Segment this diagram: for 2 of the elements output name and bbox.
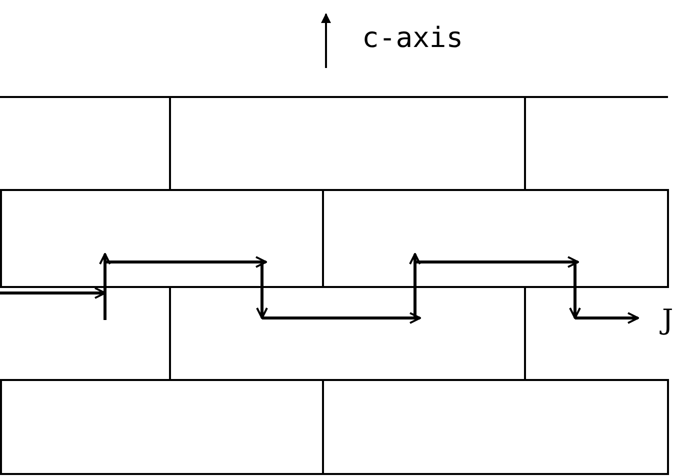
axis-label: c-axis bbox=[362, 24, 464, 52]
current-label: J bbox=[662, 306, 674, 334]
